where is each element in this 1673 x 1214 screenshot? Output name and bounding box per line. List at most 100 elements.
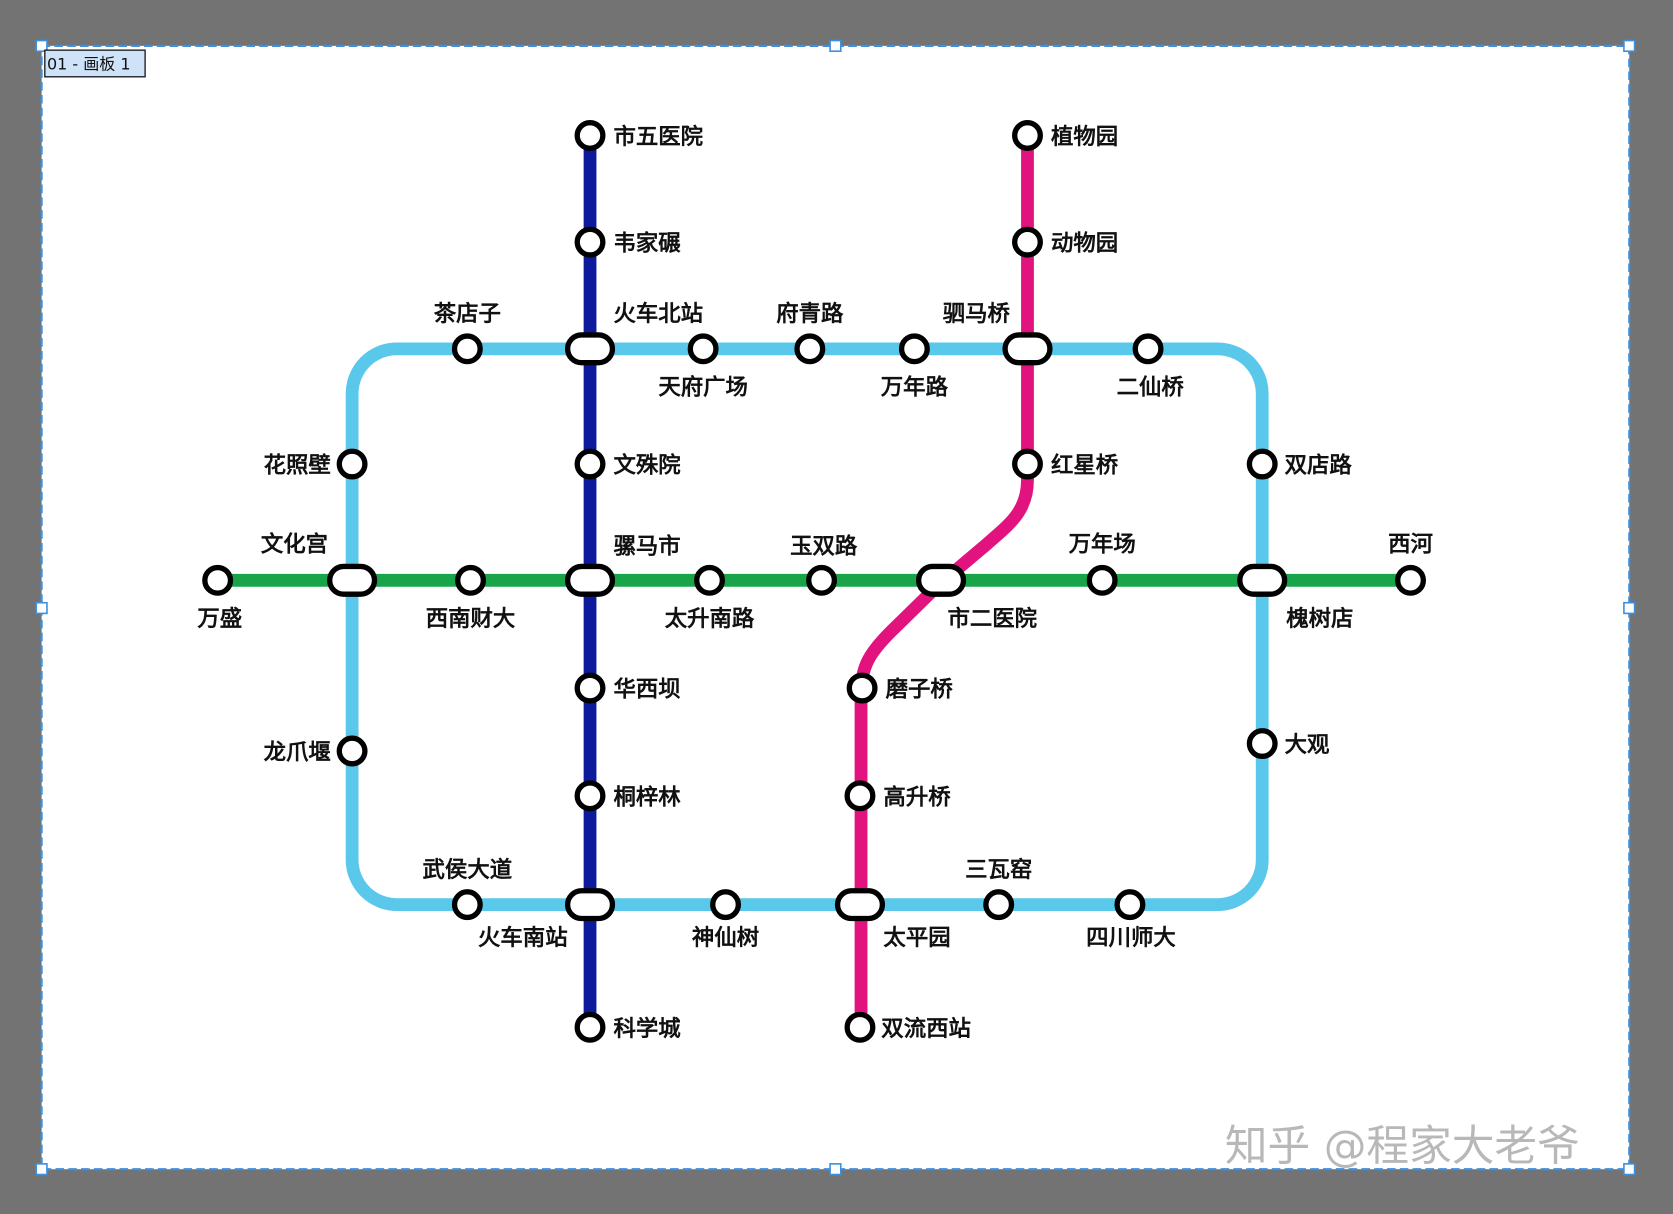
station-label: 驷马桥 bbox=[943, 300, 1011, 327]
station[interactable]: 文化宫 bbox=[261, 531, 378, 597]
station-marker[interactable] bbox=[1246, 728, 1278, 760]
station[interactable]: 磨子桥 bbox=[846, 672, 953, 704]
station[interactable]: 火车南站 bbox=[478, 888, 616, 951]
station[interactable]: 植物园 bbox=[1012, 120, 1118, 151]
resize-handles[interactable] bbox=[35, 39, 1636, 1176]
station-marker[interactable] bbox=[574, 1011, 606, 1043]
station-marker[interactable] bbox=[1086, 564, 1118, 596]
handle-br[interactable] bbox=[1623, 1163, 1636, 1176]
station[interactable]: 龙爪堰 bbox=[264, 735, 368, 767]
station-marker[interactable] bbox=[844, 1011, 876, 1043]
interchange-marker[interactable] bbox=[915, 563, 967, 597]
station[interactable]: 红星桥 bbox=[1012, 448, 1119, 480]
station[interactable]: 桐梓林 bbox=[574, 780, 681, 812]
station[interactable]: 火车北站 bbox=[564, 300, 703, 366]
interchange-marker[interactable] bbox=[1237, 563, 1288, 597]
handle-tm[interactable] bbox=[829, 39, 842, 53]
artboard[interactable] bbox=[41, 45, 1630, 1170]
station-marker[interactable] bbox=[694, 564, 726, 596]
handle-bl[interactable] bbox=[35, 1163, 48, 1176]
station[interactable]: 西南财大 bbox=[426, 564, 516, 633]
handle-ml[interactable] bbox=[35, 601, 48, 615]
interchange-marker[interactable] bbox=[564, 332, 616, 366]
station[interactable]: 万年路 bbox=[880, 333, 949, 401]
station[interactable]: 韦家碾 bbox=[574, 226, 681, 258]
station-marker[interactable] bbox=[574, 226, 606, 258]
station-marker[interactable] bbox=[898, 333, 930, 365]
station-marker[interactable] bbox=[1246, 448, 1278, 480]
station[interactable]: 市五医院 bbox=[574, 120, 704, 151]
handle-tl[interactable] bbox=[35, 39, 48, 53]
station[interactable]: 高升桥 bbox=[844, 780, 951, 812]
station-label: 市五医院 bbox=[614, 123, 704, 150]
station[interactable]: 花照壁 bbox=[264, 448, 368, 480]
interchange-marker[interactable] bbox=[1002, 332, 1053, 366]
artboard-label-box[interactable] bbox=[44, 49, 146, 78]
station[interactable]: 驷马桥 bbox=[943, 300, 1053, 366]
station-label: 华西坝 bbox=[614, 676, 681, 703]
station-marker[interactable] bbox=[710, 889, 742, 921]
station-label: 高升桥 bbox=[883, 783, 951, 810]
station[interactable]: 茶店子 bbox=[434, 301, 501, 365]
station-marker[interactable] bbox=[451, 333, 483, 365]
station-marker[interactable] bbox=[794, 333, 826, 365]
interchange-marker[interactable] bbox=[834, 888, 886, 922]
station-label: 府青路 bbox=[776, 300, 844, 327]
station[interactable]: 天府广场 bbox=[658, 333, 748, 401]
handle-bm[interactable] bbox=[829, 1163, 842, 1176]
station-marker[interactable] bbox=[574, 780, 606, 812]
interchange-marker[interactable] bbox=[564, 563, 616, 597]
interchange-marker[interactable] bbox=[327, 563, 378, 597]
station[interactable]: 文殊院 bbox=[574, 448, 681, 480]
station-marker[interactable] bbox=[844, 780, 876, 812]
handle-mr[interactable] bbox=[1623, 601, 1636, 615]
station-label: 双流西站 bbox=[881, 1015, 971, 1042]
station[interactable]: 科学城 bbox=[574, 1011, 681, 1043]
station[interactable]: 骡马市 bbox=[564, 533, 681, 597]
station[interactable]: 双店路 bbox=[1246, 448, 1353, 480]
station-marker[interactable] bbox=[574, 120, 606, 151]
station-marker[interactable] bbox=[1132, 333, 1164, 365]
interchange-marker[interactable] bbox=[564, 888, 616, 922]
station-marker[interactable] bbox=[1012, 226, 1043, 258]
station-marker[interactable] bbox=[574, 672, 606, 704]
station-label: 太升南路 bbox=[665, 605, 755, 632]
station-label: 玉双路 bbox=[790, 533, 858, 560]
station[interactable]: 西河 bbox=[1388, 532, 1433, 596]
station-marker[interactable] bbox=[806, 564, 838, 596]
station[interactable]: 动物园 bbox=[1012, 226, 1118, 258]
station-marker[interactable] bbox=[1012, 120, 1043, 151]
station-marker[interactable] bbox=[202, 564, 234, 596]
station[interactable]: 万盛 bbox=[196, 564, 242, 633]
station-marker[interactable] bbox=[846, 672, 878, 704]
station-marker[interactable] bbox=[687, 333, 719, 365]
station-marker[interactable] bbox=[574, 448, 606, 480]
station-marker[interactable] bbox=[1395, 564, 1426, 596]
station-label: 双店路 bbox=[1285, 452, 1353, 479]
station[interactable]: 太升南路 bbox=[665, 564, 755, 633]
station[interactable]: 三瓦窑 bbox=[965, 856, 1032, 921]
station[interactable]: 华西坝 bbox=[574, 672, 681, 704]
station[interactable]: 二仙桥 bbox=[1117, 333, 1185, 401]
station-marker[interactable] bbox=[451, 889, 483, 921]
station[interactable]: 玉双路 bbox=[790, 533, 858, 596]
station[interactable]: 太平园 bbox=[834, 888, 951, 951]
station-marker[interactable] bbox=[336, 448, 368, 480]
station-marker[interactable] bbox=[455, 564, 487, 596]
station-label: 茶店子 bbox=[434, 301, 501, 327]
station-marker[interactable] bbox=[1114, 889, 1146, 921]
watermark: 知乎 @程家大老爷 bbox=[1225, 1122, 1580, 1172]
handle-tr[interactable] bbox=[1623, 39, 1636, 53]
station[interactable]: 槐树店 bbox=[1237, 563, 1354, 632]
station[interactable]: 大观 bbox=[1246, 728, 1330, 760]
station[interactable]: 武侯大道 bbox=[423, 856, 513, 921]
station[interactable]: 双流西站 bbox=[844, 1011, 971, 1043]
station[interactable]: 四川师大 bbox=[1086, 889, 1176, 951]
station[interactable]: 万年场 bbox=[1068, 531, 1136, 596]
station[interactable]: 府青路 bbox=[776, 300, 844, 365]
station-marker[interactable] bbox=[336, 735, 368, 767]
station-marker[interactable] bbox=[1012, 448, 1043, 480]
station[interactable]: 神仙树 bbox=[692, 889, 759, 951]
station-marker[interactable] bbox=[983, 889, 1015, 921]
station[interactable]: 市二医院 bbox=[915, 563, 1038, 632]
